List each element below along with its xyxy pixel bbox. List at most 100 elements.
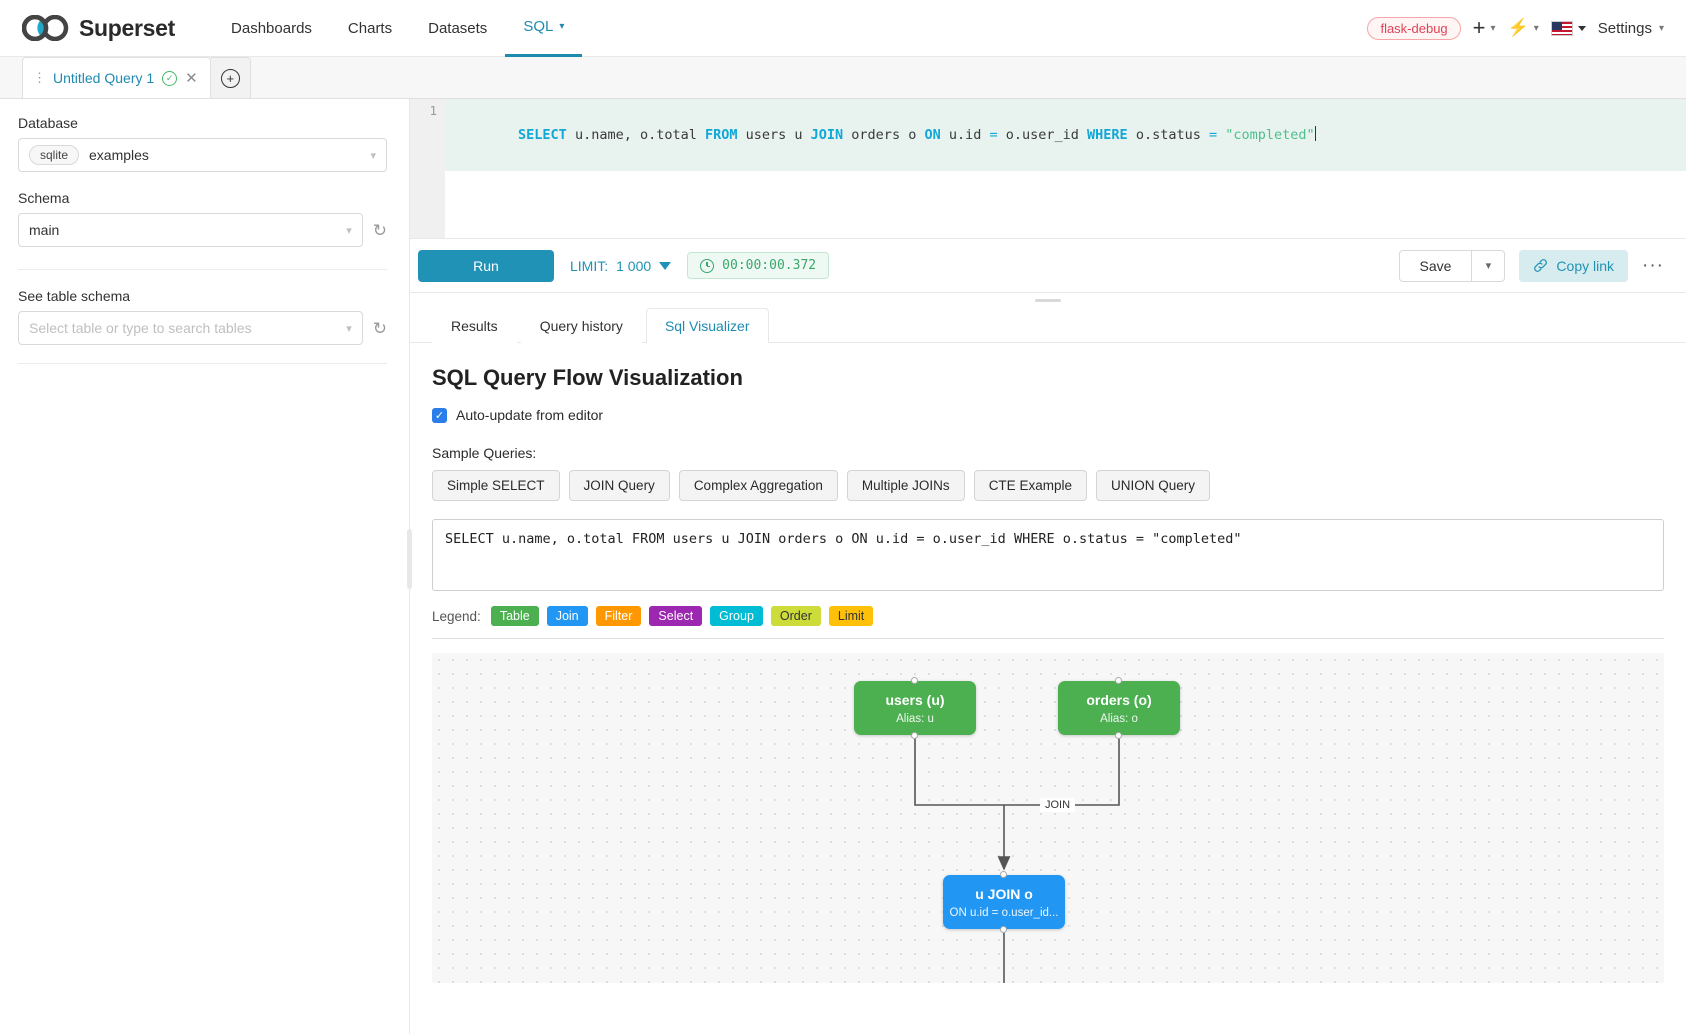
flow-node-users[interactable]: users (u) Alias: u [854, 677, 976, 739]
close-icon[interactable]: ✕ [185, 70, 198, 87]
token-completed: "completed" [1217, 127, 1315, 143]
node-port-icon [1115, 732, 1122, 739]
query-timer: 00:00:00.372 [687, 252, 830, 279]
node-port-icon [911, 677, 918, 684]
copy-link-button[interactable]: Copy link [1519, 249, 1629, 282]
edge-label-join: JOIN [1040, 798, 1076, 812]
flow-canvas[interactable]: JOIN users (u) Alias: u orders (o) Alias… [432, 653, 1664, 983]
auto-update-checkbox[interactable]: ✓ [432, 407, 447, 423]
add-query-tab-button[interactable]: + [210, 57, 251, 98]
token-userid: o.user_id [997, 127, 1088, 143]
pane-drag-handle[interactable] [410, 293, 1686, 307]
timer-value: 00:00:00.372 [722, 258, 817, 273]
table-select[interactable]: Select table or type to search tables ▾ [18, 311, 363, 345]
run-button[interactable]: Run [418, 249, 554, 282]
sql-input-textarea[interactable] [432, 519, 1664, 591]
save-button[interactable]: Save [1398, 249, 1473, 282]
sample-button-simple-select[interactable]: Simple SELECT [432, 470, 560, 501]
legend-badge-select: Select [649, 606, 703, 626]
tab-query-history[interactable]: Query history [520, 308, 642, 343]
result-tabs: Results Query history Sql Visualizer [410, 307, 1686, 343]
token-orders: orders o [843, 127, 925, 143]
legend: Legend: Table Join Filter Select Group O… [432, 594, 1664, 639]
query-tab-label: Untitled Query 1 [53, 70, 155, 86]
flag-icon [1550, 20, 1573, 36]
save-dropdown-button[interactable]: ▾ [1472, 249, 1506, 282]
bolt-icon: ⚡ [1507, 18, 1529, 37]
nav-link-dashboards[interactable]: Dashboards [213, 0, 330, 57]
nav-link-datasets[interactable]: Datasets [410, 0, 505, 57]
limit-value: 1 000 [616, 257, 652, 274]
line-number: 1 [429, 103, 437, 118]
nav-label: SQL [523, 18, 554, 35]
sample-button-union-query[interactable]: UNION Query [1095, 470, 1210, 501]
new-item-button[interactable]: + ▾ [1473, 17, 1496, 39]
sample-button-join-query[interactable]: JOIN Query [568, 470, 670, 501]
chevron-down-icon: ▾ [346, 322, 352, 335]
link-icon [1534, 259, 1548, 272]
token-select: SELECT [518, 127, 567, 143]
language-picker[interactable] [1550, 20, 1586, 36]
schema-label: Schema [18, 190, 70, 206]
save-group: Save ▾ [1398, 249, 1506, 282]
sidebar-divider [18, 269, 387, 270]
superset-logo[interactable]: Superset [22, 15, 175, 42]
more-options-button[interactable]: ··· [1642, 255, 1664, 276]
drag-grip-icon[interactable]: ⋮ [33, 70, 46, 85]
limit-dropdown[interactable]: LIMIT: 1 000 [570, 257, 672, 274]
plus-circle-icon: + [220, 68, 240, 88]
drag-bar-icon [1035, 298, 1061, 302]
flow-node-orders[interactable]: orders (o) Alias: o [1058, 677, 1180, 739]
settings-menu[interactable]: Settings ▾ [1598, 20, 1664, 37]
caret-down-icon [1577, 25, 1586, 31]
flask-debug-badge: flask-debug [1367, 16, 1461, 40]
sample-button-complex-aggregation[interactable]: Complex Aggregation [678, 470, 838, 501]
refresh-tables-icon[interactable]: ↻ [372, 318, 387, 338]
chevron-down-icon: ▾ [370, 149, 376, 162]
success-check-icon: ✓ [162, 70, 178, 86]
nav-link-charts[interactable]: Charts [330, 0, 410, 57]
table-placeholder: Select table or type to search tables [29, 320, 252, 336]
quick-actions-button[interactable]: ⚡ ▾ [1508, 18, 1539, 38]
nav-label: Dashboards [231, 19, 312, 37]
flow-node-join[interactable]: u JOIN o ON u.id = o.user_id... [943, 871, 1065, 933]
nav-link-sql[interactable]: SQL ▾ [505, 0, 583, 57]
table-row: Select table or type to search tables ▾ … [18, 311, 387, 345]
database-select[interactable]: sqlite examples ▾ [18, 138, 387, 172]
editor-toolbar: Run LIMIT: 1 000 00:00:00.372 Save ▾ [410, 239, 1686, 293]
token-eq1: = [989, 127, 998, 143]
tab-results[interactable]: Results [432, 308, 517, 343]
auto-update-label[interactable]: Auto-update from editor [456, 407, 604, 423]
query-tab-untitled-query-1[interactable]: ⋮ Untitled Query 1 ✓ ✕ [22, 57, 211, 98]
chevron-down-icon: ▾ [1490, 22, 1496, 34]
workspace: Database sqlite examples ▾ Schema main ▾… [0, 99, 1686, 1034]
chevron-down-icon: ▾ [559, 21, 565, 32]
nav-label: Datasets [428, 19, 488, 37]
flow-node-subtitle: Alias: u [896, 712, 934, 725]
sql-editor[interactable]: 1 SELECT u.name, o.total FROM users u JO… [410, 99, 1686, 239]
copy-link-label: Copy link [1556, 257, 1615, 274]
refresh-schema-icon[interactable]: ↻ [372, 220, 387, 240]
flow-node-title: orders (o) [1086, 691, 1152, 708]
editor-code-line[interactable]: SELECT u.name, o.total FROM users u JOIN… [445, 99, 1686, 171]
flow-node-subtitle: ON u.id = o.user_id... [949, 906, 1059, 919]
editor-gutter: 1 [410, 99, 445, 238]
sample-button-multiple-joins[interactable]: Multiple JOINs [846, 470, 965, 501]
top-navbar: Superset Dashboards Charts Datasets SQL … [0, 0, 1686, 57]
sidebar-divider-2 [18, 363, 387, 364]
schema-select[interactable]: main ▾ [18, 213, 363, 247]
sample-button-cte-example[interactable]: CTE Example [973, 470, 1087, 501]
page-title: SQL Query Flow Visualization [432, 365, 743, 390]
tab-sql-visualizer[interactable]: Sql Visualizer [645, 308, 769, 343]
settings-label: Settings [1597, 19, 1652, 37]
token-cols: u.name, o.total [566, 127, 705, 143]
brand-name: Superset [79, 14, 176, 41]
token-users: users u [737, 127, 811, 143]
navbar-right: flask-debug + ▾ ⚡ ▾ Settings ▾ [1367, 16, 1664, 40]
table-schema-label: See table schema [18, 288, 131, 304]
node-port-icon [1115, 677, 1122, 684]
token-join: JOIN [810, 127, 844, 143]
panel-resize-handle[interactable] [407, 529, 412, 589]
text-cursor [1314, 126, 1316, 141]
plus-icon: + [1472, 15, 1486, 40]
